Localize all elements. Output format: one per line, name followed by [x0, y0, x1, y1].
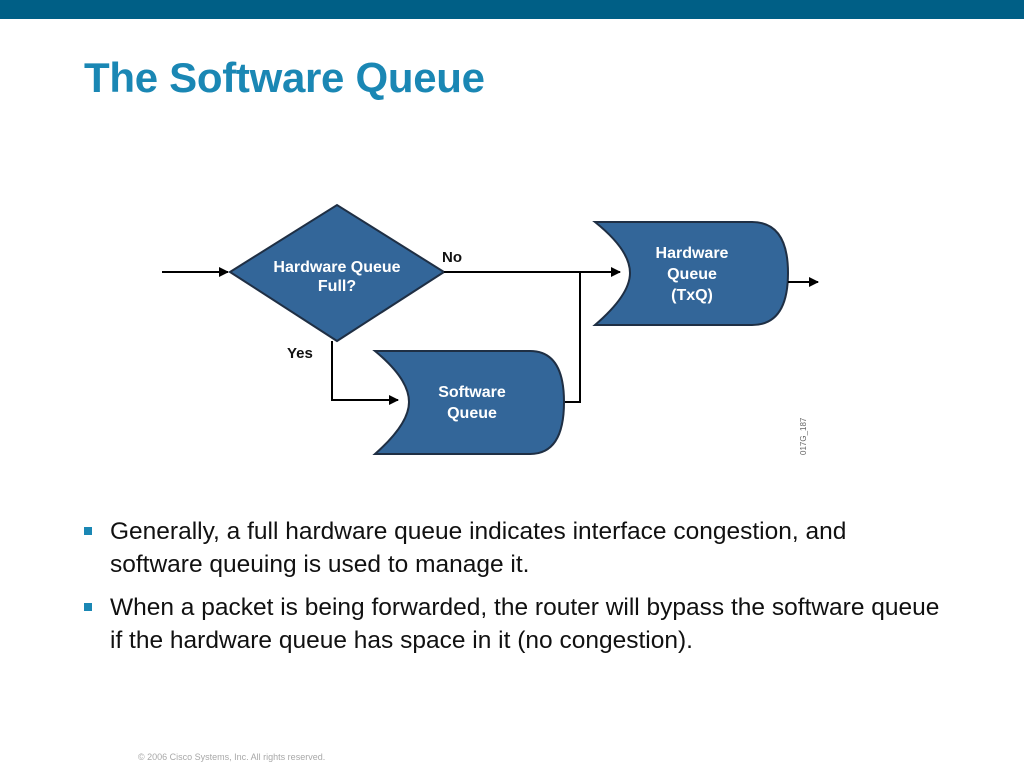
decision-line2: Full?: [318, 278, 356, 295]
hardware-queue-line1: Hardware: [656, 245, 729, 262]
decision-node: Hardware Queue Full?: [228, 203, 446, 343]
flow-diagram: Hardware Queue Full? No Yes Hardware Que…: [162, 203, 819, 455]
hardware-queue-node: Hardware Queue (TxQ): [592, 221, 790, 326]
label-yes: Yes: [287, 345, 313, 362]
figure-id: 017G_187: [799, 417, 808, 455]
hardware-queue-line2: Queue: [667, 266, 717, 283]
decision-line1: Hardware Queue: [273, 259, 400, 276]
bullet-item: Generally, a full hardware queue indicat…: [84, 515, 944, 581]
label-no: No: [442, 249, 462, 266]
bullet-list: Generally, a full hardware queue indicat…: [84, 515, 944, 667]
bullet-text: When a packet is being forwarded, the ro…: [110, 594, 940, 654]
bullet-marker: [84, 527, 92, 535]
top-bar: [0, 0, 1024, 19]
hardware-queue-line3: (TxQ): [671, 287, 713, 304]
software-queue-line2: Queue: [447, 405, 497, 422]
software-queue-node: Software Queue: [372, 350, 566, 455]
slide-title: The Software Queue: [84, 54, 485, 101]
software-to-hardware-line: [564, 272, 581, 403]
software-queue-line1: Software: [438, 384, 506, 401]
bullet-item: When a packet is being forwarded, the ro…: [84, 591, 944, 657]
bullet-marker: [84, 603, 92, 611]
bullet-text: Generally, a full hardware queue indicat…: [110, 518, 847, 578]
copyright-footer: © 2006 Cisco Systems, Inc. All rights re…: [138, 752, 326, 762]
yes-arrow: [331, 341, 399, 405]
